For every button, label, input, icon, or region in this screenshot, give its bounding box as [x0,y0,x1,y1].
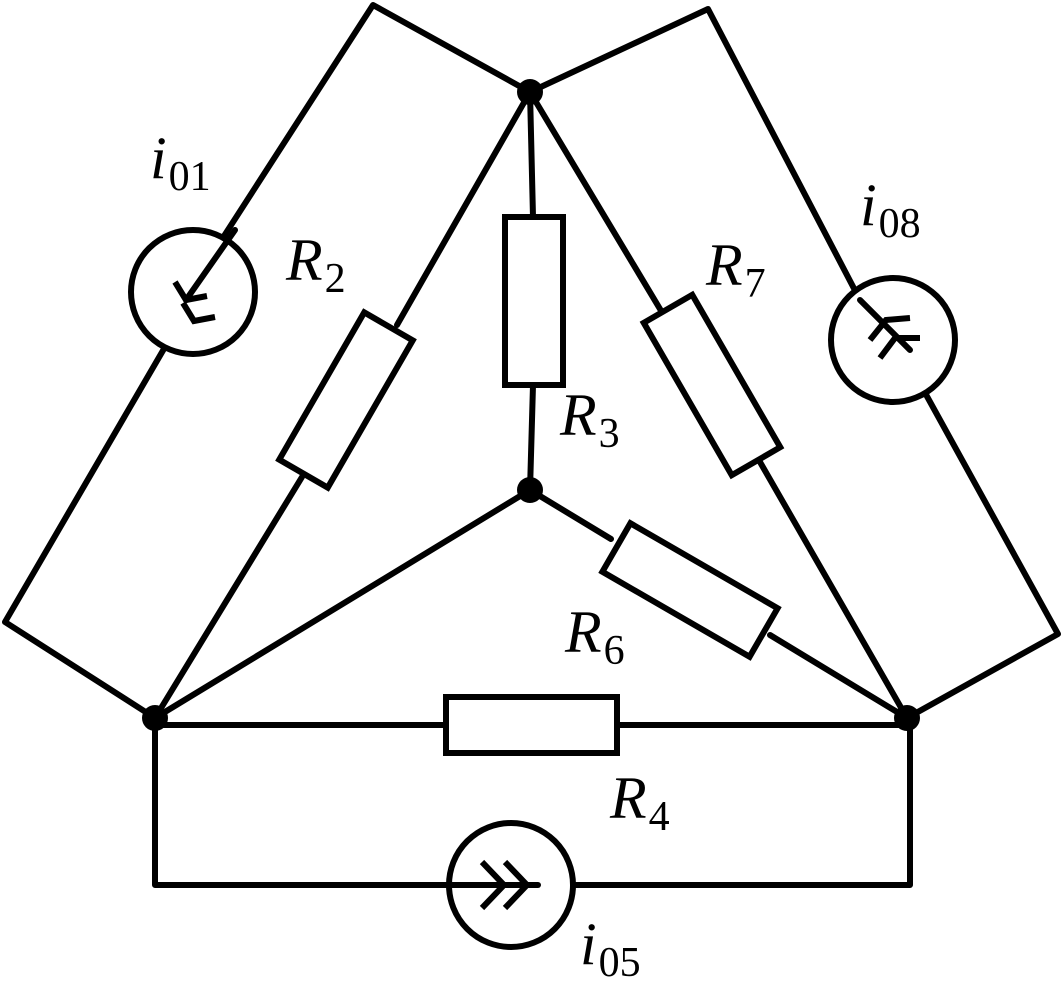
node-top [517,79,543,105]
wires [2,2,1061,888]
wire-r7-top [527,89,666,317]
wire-left-top [212,2,533,253]
current-source-i08 [828,275,958,405]
wire-r3-bottom [527,382,536,493]
wire-r7-bottom [757,459,910,721]
resistor-r4 [443,694,620,756]
wire-r3-top [527,89,536,220]
label-i05: i05 [580,911,641,986]
wire-center-left [152,487,533,721]
node-right [894,705,920,731]
wire-bottom-right [571,715,913,888]
wire-r2-top [394,89,533,328]
wire-r2-bottom [152,474,305,721]
label-r6: R6 [564,599,625,674]
label-i08: i08 [860,172,921,247]
node-center [517,477,543,503]
label-r4: R4 [609,765,670,840]
label-r7: R7 [705,232,766,307]
resistors [275,214,785,756]
resistor-r6 [598,519,782,661]
node-left [142,705,168,731]
labels: i01 i08 i05 R2 R3 R7 R6 R4 [150,125,921,986]
wire-right-top [527,6,863,303]
label-r2: R2 [285,227,346,302]
wire-bottom-left [152,715,451,888]
source-i08-arrow2 [877,335,920,360]
label-i01: i01 [150,125,211,200]
source-i01-arrow1 [172,280,208,304]
wire-r6-right [767,632,910,721]
source-i08-arrow1 [867,315,911,342]
wire-left-outer [2,332,175,721]
resistor-r3 [502,214,566,388]
current-source-i05 [445,820,576,950]
source-i01-stem [183,227,238,303]
label-r3: R3 [559,382,620,457]
source-i05-arrow2 [502,859,532,911]
resistor-r7 [639,290,785,480]
source-i01-arrow2 [180,301,216,325]
source-i05-arrow1 [479,859,509,911]
current-source-i01 [128,227,258,357]
wire-right-outer [904,377,1061,721]
wire-r6-left [527,487,614,542]
resistor-r2 [275,308,417,492]
nodes [142,79,920,731]
